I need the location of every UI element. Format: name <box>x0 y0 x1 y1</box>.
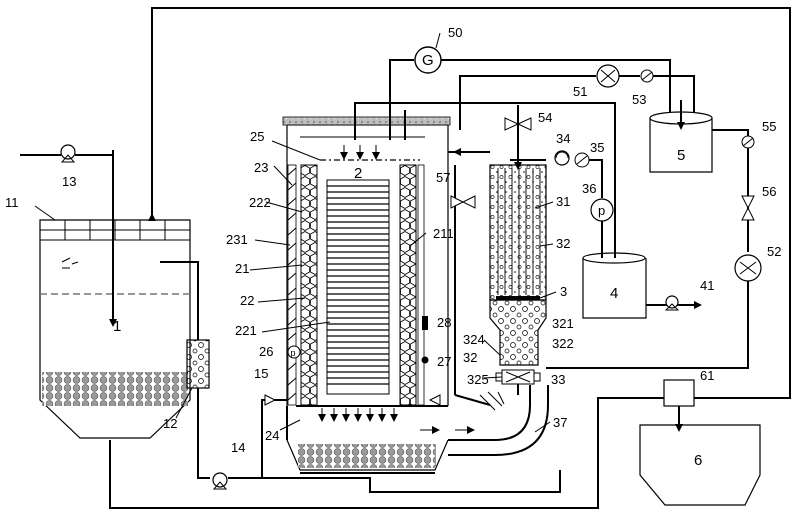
filter-12 <box>186 339 210 389</box>
label-2: 2 <box>354 165 362 182</box>
pump-26-symbol: p <box>291 348 296 358</box>
label-321: 321 <box>552 316 574 331</box>
label-221: 221 <box>235 323 257 338</box>
label-12: 12 <box>163 416 177 431</box>
leader-lines <box>34 32 557 433</box>
label-15: 15 <box>254 366 268 381</box>
label-11: 11 <box>5 195 19 210</box>
label-28: 28 <box>437 315 451 330</box>
label-55: 55 <box>762 119 776 134</box>
label-13: 13 <box>62 174 76 189</box>
label-231: 231 <box>226 232 248 247</box>
label-23: 23 <box>254 160 268 175</box>
main-reactor: p <box>282 116 475 474</box>
label-52: 52 <box>767 244 781 259</box>
reference-numerals: 1 2 3 4 5 6 11 12 13 14 15 21 22 23 24 2… <box>5 25 781 469</box>
label-14: 14 <box>231 440 245 455</box>
label-37: 37 <box>553 415 567 430</box>
label-3: 3 <box>560 284 567 299</box>
label-36: 36 <box>582 181 596 196</box>
label-1: 1 <box>113 318 121 335</box>
label-54: 54 <box>538 110 552 125</box>
label-61: 61 <box>700 368 714 383</box>
label-222: 222 <box>249 195 271 210</box>
label-211: 211 <box>433 226 454 241</box>
label-26: 26 <box>259 344 273 359</box>
label-25: 25 <box>250 129 264 144</box>
label-32-lower: 32 <box>463 350 477 365</box>
bioreactor-3 <box>489 105 547 395</box>
pump-13 <box>20 144 113 163</box>
label-32-upper: 32 <box>556 236 570 251</box>
label-5: 5 <box>677 147 685 164</box>
label-53: 53 <box>632 92 646 107</box>
label-4: 4 <box>610 285 618 302</box>
label-27: 27 <box>437 354 451 369</box>
label-21: 21 <box>235 261 249 276</box>
pump-36-symbol: p <box>598 203 605 218</box>
label-325: 325 <box>467 372 489 387</box>
label-41: 41 <box>700 278 714 293</box>
label-34: 34 <box>556 131 570 146</box>
label-22: 22 <box>240 293 254 308</box>
label-57: 57 <box>436 170 450 185</box>
label-6: 6 <box>694 452 702 469</box>
label-31: 31 <box>556 194 570 209</box>
label-324: 324 <box>463 332 485 347</box>
label-33: 33 <box>551 372 565 387</box>
label-56: 56 <box>762 184 776 199</box>
generator-symbol: G <box>422 52 434 69</box>
label-24: 24 <box>265 428 279 443</box>
label-35: 35 <box>590 140 604 155</box>
tank-5 <box>649 100 713 173</box>
label-50: 50 <box>448 25 462 40</box>
tank-4 <box>582 252 702 319</box>
tank-6 <box>639 379 761 506</box>
label-322: 322 <box>552 336 574 351</box>
primary-tank <box>39 150 191 439</box>
label-51: 51 <box>573 84 587 99</box>
